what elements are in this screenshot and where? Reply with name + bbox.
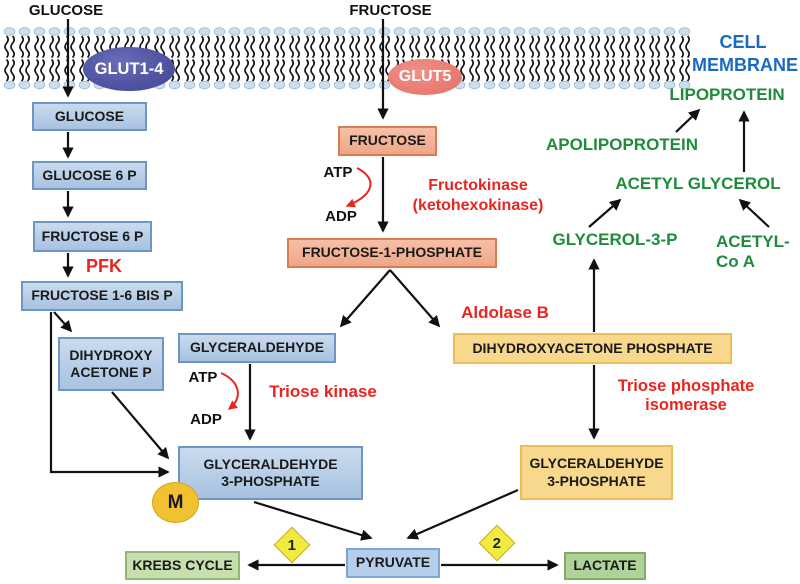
step-marker-2-label: 2 xyxy=(492,534,502,552)
node-fructose-1-6-bis-p: FRUCTOSE 1-6 BIS P xyxy=(21,281,183,311)
arrow-dhap-to-g3p xyxy=(111,391,170,460)
node-dihydroxyacetone-p: DIHYDROXY ACETONE P xyxy=(58,337,164,391)
enzyme-aldolase-b: Aldolase B xyxy=(461,303,549,322)
atp-label-triosekinase: ATP xyxy=(188,369,218,386)
enzyme-triose-phosphate-isomerase: Triose phosphate isomerase xyxy=(604,377,768,415)
node-glucose-6-p: GLUCOSE 6 P xyxy=(32,161,147,190)
tpi-line1: Triose phosphate xyxy=(617,377,755,395)
enzyme-triose-kinase: Triose kinase xyxy=(269,382,377,401)
atp-label-fructokinase: ATP xyxy=(323,164,353,181)
node-glyceraldehyde: GLYCERALDEHYDE xyxy=(178,333,336,363)
node-lipoprotein: LIPOPROTEIN xyxy=(669,85,785,104)
node-acetyl-glycerol: ACETYL GLYCEROL xyxy=(615,174,781,193)
tpi-line2: isomerase xyxy=(645,396,727,414)
node-glucose: GLUCOSE xyxy=(32,102,147,131)
mitochondria-m-marker: M xyxy=(152,482,199,523)
node-acetyl-coa: ACETYL- Co A xyxy=(716,232,796,272)
arrow-g3p-left-to-pyruvate xyxy=(253,500,373,541)
dihydroxyacetone-p-line1: DIHYDROXY xyxy=(69,346,153,363)
g3p-right-line1: GLYCERALDEHYDE xyxy=(529,455,664,471)
glut5-label: GLUT5 xyxy=(398,68,452,85)
glut1-4-transporter: GLUT1-4 xyxy=(83,47,175,91)
arrow-acetylcoa-to-acetylglycerol xyxy=(738,198,770,228)
arrow-atp-adp-triosekinase xyxy=(220,372,239,410)
glut5-transporter: GLUT5 xyxy=(388,59,462,95)
arrow-f16bp-to-dhap xyxy=(53,311,73,333)
step-marker-1-label: 1 xyxy=(287,536,297,554)
pathway-arrows xyxy=(49,19,770,571)
node-apolipoprotein: APOLIPOPROTEIN xyxy=(545,135,699,154)
g3p-left-line1: GLYCERALDEHYDE xyxy=(203,455,338,472)
cell-membrane-line1: CELL xyxy=(719,32,767,52)
acetyl-coa-line1: ACETYL- xyxy=(716,232,790,251)
fructose-title: FRUCTOSE xyxy=(349,2,432,19)
arrow-g3p-right-to-pyruvate xyxy=(406,488,519,540)
glut1-4-label: GLUT1-4 xyxy=(94,59,164,78)
fructokinase-line2: (ketohexokinase) xyxy=(412,197,544,214)
node-fructose-6-p: FRUCTOSE 6 P xyxy=(33,221,152,252)
arrow-f16bp-to-g3p xyxy=(49,312,170,478)
fructokinase-line1: Fructokinase xyxy=(428,177,528,194)
acetyl-coa-line2: Co A xyxy=(716,252,756,271)
node-pyruvate: PYRUVATE xyxy=(346,548,440,578)
arrow-f1p-to-dhap-right xyxy=(389,269,441,328)
adp-label-triosekinase: ADP xyxy=(190,411,222,428)
enzyme-pfk: PFK xyxy=(86,256,122,276)
node-glyceraldehyde-3-phosphate-right: GLYCERALDEHYDE 3-PHOSPHATE xyxy=(520,445,673,500)
arrow-f1p-to-glyceraldehyde xyxy=(339,269,391,328)
g3p-left-line2: 3-PHOSPHATE xyxy=(221,473,320,489)
node-dihydroxyacetone-phosphate: DIHYDROXYACETONE PHOSPHATE xyxy=(453,333,732,364)
m-marker-label: M xyxy=(167,491,184,513)
cell-membrane-line2: MEMBRANE xyxy=(692,55,798,75)
node-fructose-1-phosphate: FRUCTOSE-1-PHOSPHATE xyxy=(287,238,497,268)
arrow-glycerol3p-to-acetylglycerol xyxy=(588,198,622,228)
node-glyceraldehyde-3-phosphate-left: GLYCERALDEHYDE 3-PHOSPHATE xyxy=(178,446,363,500)
cell-membrane-label: CELL MEMBRANE xyxy=(692,31,798,77)
enzyme-fructokinase: Fructokinase (ketohexokinase) xyxy=(400,176,556,216)
node-lactate: LACTATE xyxy=(564,552,646,580)
atp-adp-arrows xyxy=(220,167,372,410)
node-glycerol-3-p: GLYCEROL-3-P xyxy=(552,230,678,249)
arrow-apolipoprotein-to-lipoprotein xyxy=(675,108,701,133)
node-fructose: FRUCTOSE xyxy=(338,126,437,156)
glucose-title: GLUCOSE xyxy=(28,2,104,19)
adp-label-fructokinase: ADP xyxy=(325,208,357,225)
arrow-atp-adp-fructokinase xyxy=(345,167,372,208)
g3p-right-line2: 3-PHOSPHATE xyxy=(547,472,646,489)
node-krebs-cycle: KREBS CYCLE xyxy=(125,551,240,580)
dihydroxyacetone-p-line2: ACETONE P xyxy=(70,364,152,380)
